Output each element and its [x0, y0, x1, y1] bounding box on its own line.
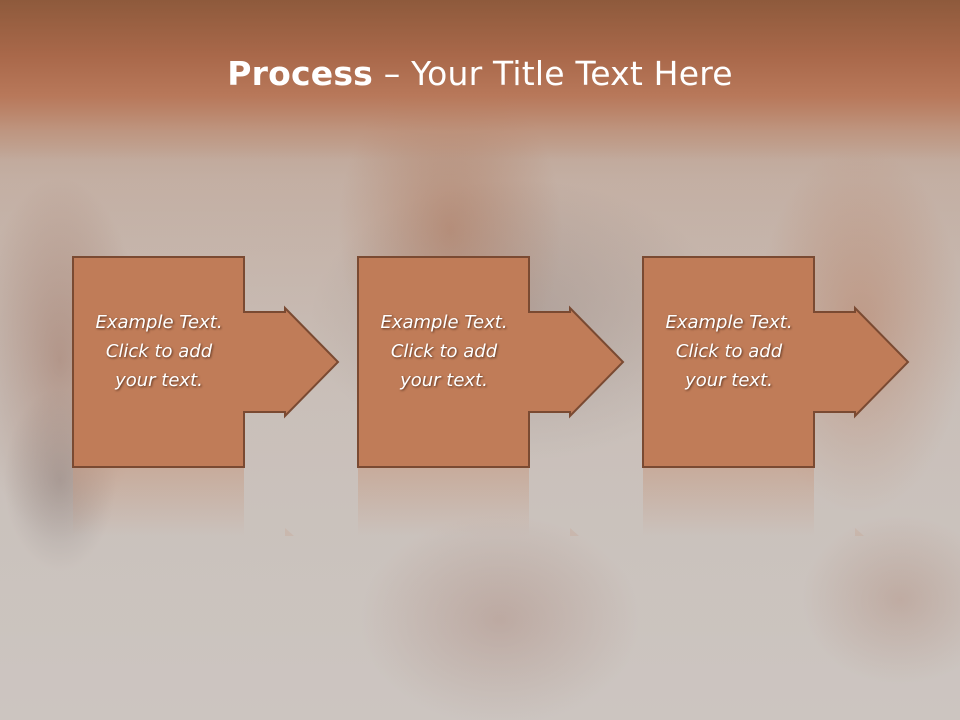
process-step-3[interactable]: Example Text. Click to add your text.: [642, 256, 922, 468]
title-bold: Process: [227, 54, 374, 93]
step-1-arrow-box: [72, 256, 340, 468]
title-band: [0, 0, 960, 160]
process-step-2[interactable]: Example Text. Click to add your text.: [357, 256, 637, 468]
step-2-text: Example Text. Click to add your text.: [380, 312, 508, 391]
step-3-text: Example Text. Click to add your text.: [665, 312, 793, 391]
step-3-arrow-box: [642, 256, 910, 468]
slide-title[interactable]: Process – Your Title Text Here: [0, 52, 960, 96]
title-rest: – Your Title Text Here: [373, 54, 733, 93]
step-2-arrow-box: [357, 256, 625, 468]
step-1-text: Example Text. Click to add your text.: [95, 312, 223, 391]
process-step-1[interactable]: Example Text. Click to add your text.: [72, 256, 352, 468]
